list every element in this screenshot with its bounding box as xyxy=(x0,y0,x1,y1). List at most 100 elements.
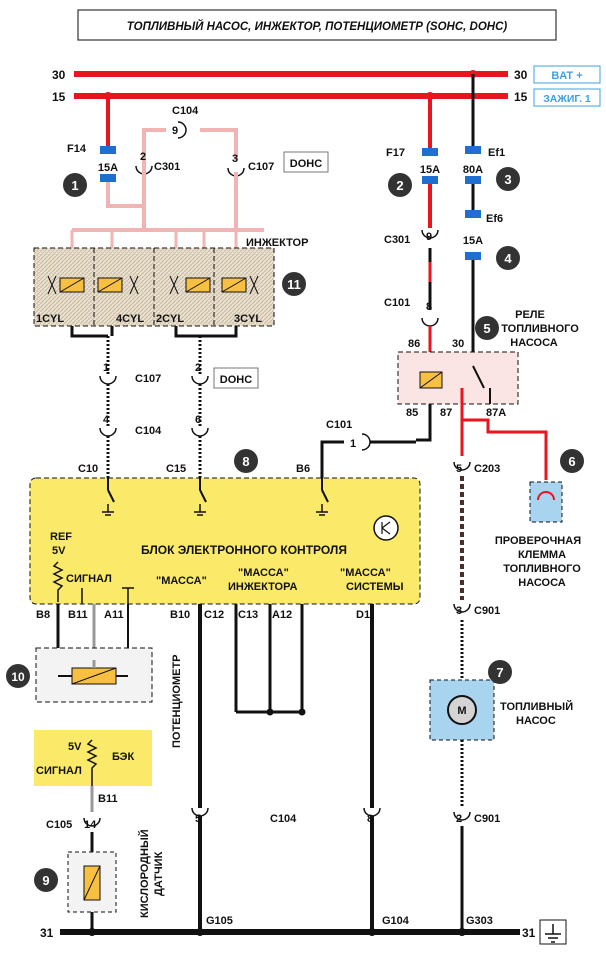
relay-fuel-pump: РЕЛЕ ТОПЛИВНОГО НАСОСА 86 30 85 87 87A xyxy=(397,309,579,419)
marker-11 xyxy=(282,272,306,296)
svg-text:C12: C12 xyxy=(204,609,224,621)
svg-text:3: 3 xyxy=(504,172,511,187)
marker-6 xyxy=(560,449,584,473)
connector-c107-top-label: C107 xyxy=(248,161,274,173)
injector-2-label: 4CYL xyxy=(116,313,144,325)
dohc-tag-2: DOHC xyxy=(220,374,252,386)
svg-text:ДАТЧИК: ДАТЧИК xyxy=(153,851,165,896)
svg-text:C13: C13 xyxy=(238,609,258,621)
svg-text:1: 1 xyxy=(350,438,356,450)
bus-30-left-label: 30 xyxy=(52,68,66,82)
svg-text:C203: C203 xyxy=(474,463,500,475)
connector-c301-left-pin: 2 xyxy=(140,151,146,163)
svg-text:15A: 15A xyxy=(420,164,440,176)
svg-text:C101: C101 xyxy=(326,419,352,431)
injector-2: 4CYL xyxy=(97,275,144,325)
svg-text:C301: C301 xyxy=(384,234,410,246)
svg-text:85: 85 xyxy=(406,407,418,419)
check-terminal: ПРОВЕРОЧНАЯ КЛЕММА ТОПЛИВНОГО НАСОСА xyxy=(495,481,581,589)
marker-4 xyxy=(496,246,520,270)
svg-text:ПРОВЕРОЧНАЯ: ПРОВЕРОЧНАЯ xyxy=(495,535,581,547)
diagram-title: ТОПЛИВНЫЙ НАСОС, ИНЖЕКТОР, ПОТЕНЦИОМЕТР … xyxy=(127,20,508,33)
bus-31-right-label: 31 xyxy=(522,926,536,940)
bus-30: 30 30 BAT + xyxy=(52,65,601,84)
connector-c203: 5 C203 xyxy=(453,461,500,475)
svg-text:B10: B10 xyxy=(170,609,190,621)
svg-text:G105: G105 xyxy=(206,915,233,927)
dohc-tag-1: DOHC xyxy=(290,158,322,170)
svg-text:9: 9 xyxy=(42,873,49,888)
svg-text:КИСЛОРОДНЫЙ: КИСЛОРОДНЫЙ xyxy=(138,829,151,918)
connector-c104-top-pin: 9 xyxy=(172,125,178,137)
svg-text:НАСОСА: НАСОСА xyxy=(518,577,566,589)
connector-c301-left-label: C301 xyxy=(154,161,180,173)
connector-c301-right: 9 C301 xyxy=(384,229,439,246)
svg-text:ТОПЛИВНЫЙ: ТОПЛИВНЫЙ xyxy=(500,700,573,713)
ecu-block: C10 C15 B6 БЛОК ЭЛЕКТРОННОГО КОНТРОЛЯ RE… xyxy=(29,463,421,621)
svg-text:Ef6: Ef6 xyxy=(486,213,503,225)
marker-2 xyxy=(388,173,412,197)
marker-5 xyxy=(475,316,499,340)
svg-text:G104: G104 xyxy=(382,915,410,927)
svg-text:10: 10 xyxy=(11,670,25,684)
svg-text:4: 4 xyxy=(504,251,512,266)
marker-10 xyxy=(6,664,30,688)
connector-c107-mid-label: C107 xyxy=(135,373,161,385)
svg-text:5: 5 xyxy=(195,813,201,825)
oxygen-sensor: КИСЛОРОДНЫЙ ДАТЧИК xyxy=(67,829,165,918)
marker-9 xyxy=(34,868,58,892)
svg-text:БЭК: БЭК xyxy=(112,751,134,763)
svg-text:СИСТЕМЫ: СИСТЕМЫ xyxy=(346,581,404,593)
fuel-pump: M ТОПЛИВНЫЙ НАСОС xyxy=(429,679,573,741)
svg-text:15A: 15A xyxy=(463,235,483,247)
svg-text:B8: B8 xyxy=(36,609,50,621)
svg-text:"МАССА": "МАССА" xyxy=(238,567,289,579)
svg-text:7: 7 xyxy=(496,665,503,680)
svg-text:ТОПЛИВНОГО: ТОПЛИВНОГО xyxy=(501,323,579,335)
svg-text:"МАССА": "МАССА" xyxy=(156,575,207,587)
connector-c104-top: C104 9 xyxy=(172,105,199,139)
svg-text:C901: C901 xyxy=(474,605,500,617)
svg-text:ИНЖЕКТОРА: ИНЖЕКТОРА xyxy=(228,581,297,593)
svg-text:СИГНАЛ: СИГНАЛ xyxy=(66,573,112,585)
svg-text:5: 5 xyxy=(456,463,462,475)
connector-c105: 14 C105 xyxy=(46,817,101,831)
svg-text:D1: D1 xyxy=(356,609,370,621)
connector-c901-top: 3 C901 xyxy=(453,603,500,617)
connector-c107-mid: 1 2 C107 DOHC xyxy=(99,362,259,389)
svg-text:A11: A11 xyxy=(104,609,124,621)
svg-text:НАСОСА: НАСОСА xyxy=(510,337,558,349)
injector-4-label: 3CYL xyxy=(234,313,262,325)
bus-31-left-label: 31 xyxy=(40,926,54,940)
svg-text:5: 5 xyxy=(483,321,490,336)
svg-text:11: 11 xyxy=(287,277,301,292)
svg-text:G303: G303 xyxy=(466,915,493,927)
bus-30-tag: BAT + xyxy=(551,70,582,82)
bus-15-right-label: 15 xyxy=(514,90,528,104)
svg-text:РЕЛЕ: РЕЛЕ xyxy=(515,309,545,321)
bus-31: 31 31 xyxy=(40,919,567,945)
svg-text:Ef1: Ef1 xyxy=(488,147,505,159)
connector-c101-mid: 1 C101 xyxy=(326,419,371,451)
marker-8 xyxy=(234,449,258,473)
svg-text:B11: B11 xyxy=(98,793,118,805)
transistor-icon xyxy=(373,515,399,541)
injector-3: 2CYL xyxy=(156,275,211,325)
marker-7 xyxy=(488,660,512,684)
svg-text:A12: A12 xyxy=(272,609,292,621)
motor-icon: M xyxy=(457,705,466,717)
injector-block: 1CYL 4CYL 2CYL 3CYL xyxy=(33,247,275,327)
svg-text:8: 8 xyxy=(242,454,249,469)
svg-text:2: 2 xyxy=(195,362,201,374)
svg-text:C101: C101 xyxy=(384,297,410,309)
injector-4: 3CYL xyxy=(221,275,262,325)
svg-text:C15: C15 xyxy=(166,463,186,475)
fuse-f14: F14 15A xyxy=(67,143,118,182)
svg-text:C105: C105 xyxy=(46,819,72,831)
svg-text:"МАССА": "МАССА" xyxy=(340,567,391,579)
svg-text:5V: 5V xyxy=(68,741,82,753)
svg-text:5V: 5V xyxy=(52,545,66,557)
svg-text:2: 2 xyxy=(396,178,403,193)
connector-c104-mid-label: C104 xyxy=(135,425,162,437)
